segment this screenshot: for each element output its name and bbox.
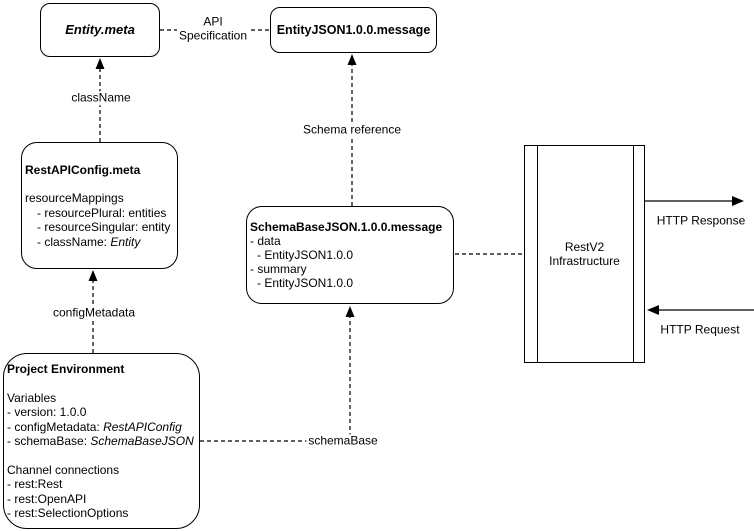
edge-schema-base — [200, 317, 351, 442]
edge-label-api-specification: API Specification — [176, 14, 250, 43]
version-line: - version: 1.0.0 — [7, 405, 87, 420]
project-environment-title: Project Environment — [7, 362, 125, 376]
data-line: - data — [250, 234, 281, 248]
node-entity-meta: Entity.meta — [40, 3, 160, 57]
node-rest-api-config: RestAPIConfig.meta resourceMappings - re… — [21, 142, 178, 269]
arrowhead-schema-reference — [347, 54, 357, 65]
channel-rest-rest: - rest:Rest — [7, 477, 63, 492]
restv2-title-line2: Infrastructure — [549, 254, 620, 268]
api-specification-line2: Specification — [178, 28, 248, 42]
resource-singular-line: - resourceSingular: entity — [37, 220, 171, 235]
schema-base-line: - schemaBase: SchemaBaseJSON — [7, 434, 197, 448]
edge-label-http-request: HTTP Request — [660, 322, 740, 337]
restv2-title: RestV2 Infrastructure — [525, 240, 644, 268]
node-restv2-infrastructure: RestV2 Infrastructure — [524, 145, 645, 363]
restv2-inner-line-left — [537, 146, 538, 362]
arrowhead-schema-base — [345, 306, 355, 317]
edge-label-schema-base: schemaBase — [306, 433, 380, 448]
channel-connections-header: Channel connections — [7, 462, 120, 477]
channel-rest-selectionoptions: - rest:SelectionOptions — [7, 506, 129, 521]
resource-mappings-header: resourceMappings — [25, 191, 124, 206]
node-entity-json-message: EntityJSON1.0.0.message — [270, 7, 437, 53]
channel-rest-openapi: - rest:OpenAPI — [7, 491, 87, 506]
node-project-environment: Project Environment Variables - version:… — [3, 353, 200, 529]
restv2-inner-line-right — [633, 146, 634, 362]
variables-header: Variables — [7, 390, 57, 405]
edge-label-class-name: className — [69, 90, 133, 105]
api-specification-line1: API — [203, 14, 223, 29]
edge-label-config-metadata: configMetadata — [50, 305, 138, 320]
data-entity-json-line: - EntityJSON1.0.0 — [257, 248, 354, 262]
schema-base-value: SchemaBaseJSON — [90, 434, 194, 449]
arrowhead-config-metadata — [88, 270, 98, 281]
schema-base-json-title: SchemaBaseJSON.1.0.0.message — [250, 220, 443, 234]
edge-label-schema-reference: Schema reference — [300, 122, 404, 137]
class-name-line: - className: Entity — [25, 235, 175, 249]
restv2-title-line1: RestV2 — [564, 240, 605, 254]
edge-label-http-response: HTTP Response — [656, 213, 746, 228]
summary-entity-json-line: - EntityJSON1.0.0 — [257, 276, 354, 290]
arrowhead-http-response — [732, 196, 744, 206]
entity-json-title: EntityJSON1.0.0.message — [276, 22, 431, 37]
node-schema-base-json-message: SchemaBaseJSON.1.0.0.message - data - En… — [246, 206, 454, 304]
resource-plural-line: - resourcePlural: entities — [37, 205, 167, 220]
rest-api-config-title: RestAPIConfig.meta — [25, 163, 141, 177]
class-name-prefix: - className: — [37, 234, 111, 249]
arrowhead-class-name — [95, 58, 105, 69]
schema-base-prefix: - schemaBase: — [7, 434, 91, 449]
config-metadata-prefix: - configMetadata: — [7, 419, 104, 434]
config-metadata-line: - configMetadata: RestAPIConfig — [7, 420, 197, 434]
summary-line: - summary — [250, 262, 307, 276]
config-metadata-value: RestAPIConfig — [103, 419, 182, 434]
arrowhead-http-request — [647, 305, 659, 315]
entity-meta-title: Entity.meta — [65, 21, 135, 37]
class-name-value: Entity — [110, 234, 141, 249]
